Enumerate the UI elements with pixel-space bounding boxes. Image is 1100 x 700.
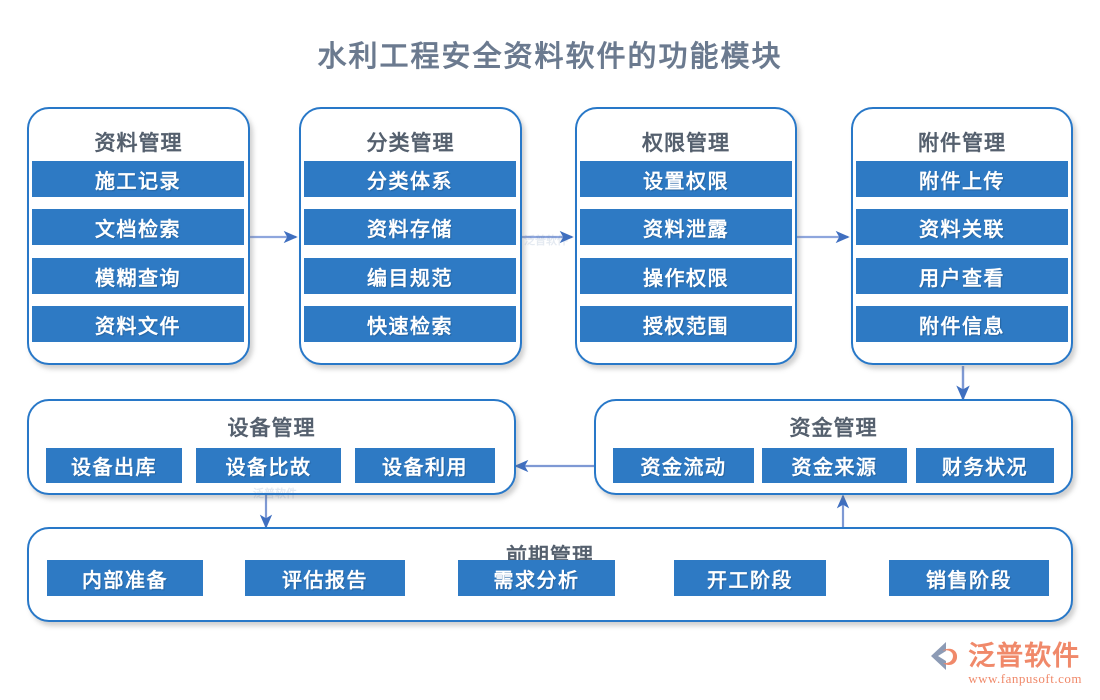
logo-text-block: 泛普软件 www.fanpusoft.com [968, 641, 1082, 686]
card-title-category-management: 分类管理 [366, 131, 455, 155]
item-cataloging-standard[interactable]: 编目规范 [304, 258, 516, 294]
logo-website-url: www.fanpusoft.com [968, 671, 1082, 686]
card-title-equipment-management: 设备管理 [227, 416, 316, 440]
item-user-view[interactable]: 用户查看 [856, 258, 1068, 294]
item-data-file[interactable]: 资料文件 [32, 306, 244, 342]
fanpu-logo-icon [929, 639, 963, 673]
item-equipment-fault[interactable]: 设备比故 [196, 448, 341, 483]
item-assessment-report[interactable]: 评估报告 [245, 560, 405, 596]
logo-company-name: 泛普软件 [968, 641, 1081, 671]
item-attachment-upload[interactable]: 附件上传 [856, 161, 1068, 197]
item-construction-start-phase[interactable]: 开工阶段 [674, 560, 826, 596]
item-fund-flow[interactable]: 资金流动 [613, 448, 754, 483]
item-fuzzy-query[interactable]: 模糊查询 [32, 258, 244, 294]
card-title-permission-management: 权限管理 [642, 131, 730, 155]
item-sales-phase[interactable]: 销售阶段 [889, 560, 1049, 596]
item-authorization-scope[interactable]: 授权范围 [580, 306, 792, 342]
item-financial-status[interactable]: 财务状况 [916, 448, 1054, 483]
brand-logo: 泛普软件 www.fanpusoft.com [929, 639, 1082, 686]
page-title: 水利工程安全资料软件的功能模块 [317, 41, 783, 73]
card-title-data-management: 资料管理 [94, 131, 183, 155]
item-fund-source[interactable]: 资金来源 [762, 448, 907, 483]
item-data-storage[interactable]: 资料存储 [304, 209, 516, 245]
item-set-permission[interactable]: 设置权限 [580, 161, 792, 197]
card-title-funds-management: 资金管理 [789, 416, 878, 440]
item-quick-retrieval[interactable]: 快速检索 [304, 306, 516, 342]
item-data-leak[interactable]: 资料泄露 [580, 209, 792, 245]
item-internal-preparation[interactable]: 内部准备 [47, 560, 203, 596]
item-equipment-outbound[interactable]: 设备出库 [46, 448, 182, 483]
item-document-search[interactable]: 文档检索 [32, 209, 244, 245]
item-requirement-analysis[interactable]: 需求分析 [458, 560, 615, 596]
item-attachment-info[interactable]: 附件信息 [856, 306, 1068, 342]
item-construction-record[interactable]: 施工记录 [32, 161, 244, 197]
item-operation-permission[interactable]: 操作权限 [580, 258, 792, 294]
item-equipment-utilization[interactable]: 设备利用 [355, 448, 495, 483]
card-title-attachment-management: 附件管理 [918, 131, 1006, 155]
item-data-association[interactable]: 资料关联 [856, 209, 1068, 245]
item-category-system[interactable]: 分类体系 [304, 161, 516, 197]
